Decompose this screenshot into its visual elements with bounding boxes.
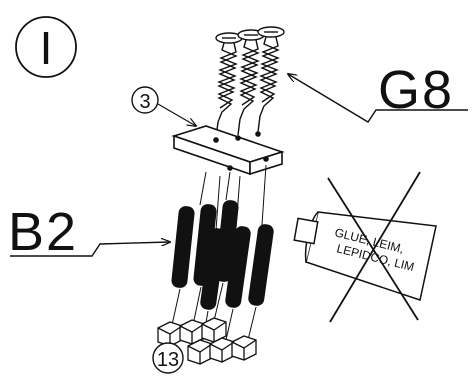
dowels	[171, 200, 274, 341]
callout-part-board: 3	[131, 86, 196, 126]
screws-label-group: G8	[288, 60, 468, 123]
callout-part-dowels-label: 13	[157, 349, 179, 371]
cross-line-2	[329, 171, 421, 323]
callout-part-board-label: 3	[139, 91, 150, 113]
screws	[215, 26, 285, 139]
board	[171, 125, 285, 176]
dowel-1	[171, 206, 195, 326]
callout-part-dowels: 13	[152, 342, 184, 374]
step-number-badge: I	[15, 16, 77, 78]
no-glue-symbol: GLUE, LEIM, LEPIDCO, LIM	[293, 171, 437, 323]
dowels-label: B2	[8, 202, 78, 262]
screw-3	[257, 26, 285, 117]
glue-tube-icon	[293, 211, 437, 301]
screw-1	[215, 32, 243, 123]
dowel-5	[225, 226, 251, 341]
step-number: I	[40, 22, 53, 74]
dowels-label-group: B2	[8, 202, 170, 262]
screw-2	[237, 29, 265, 120]
dowel-6	[247, 224, 274, 341]
screws-label: G8	[378, 60, 454, 120]
dowel-holes	[157, 317, 257, 365]
